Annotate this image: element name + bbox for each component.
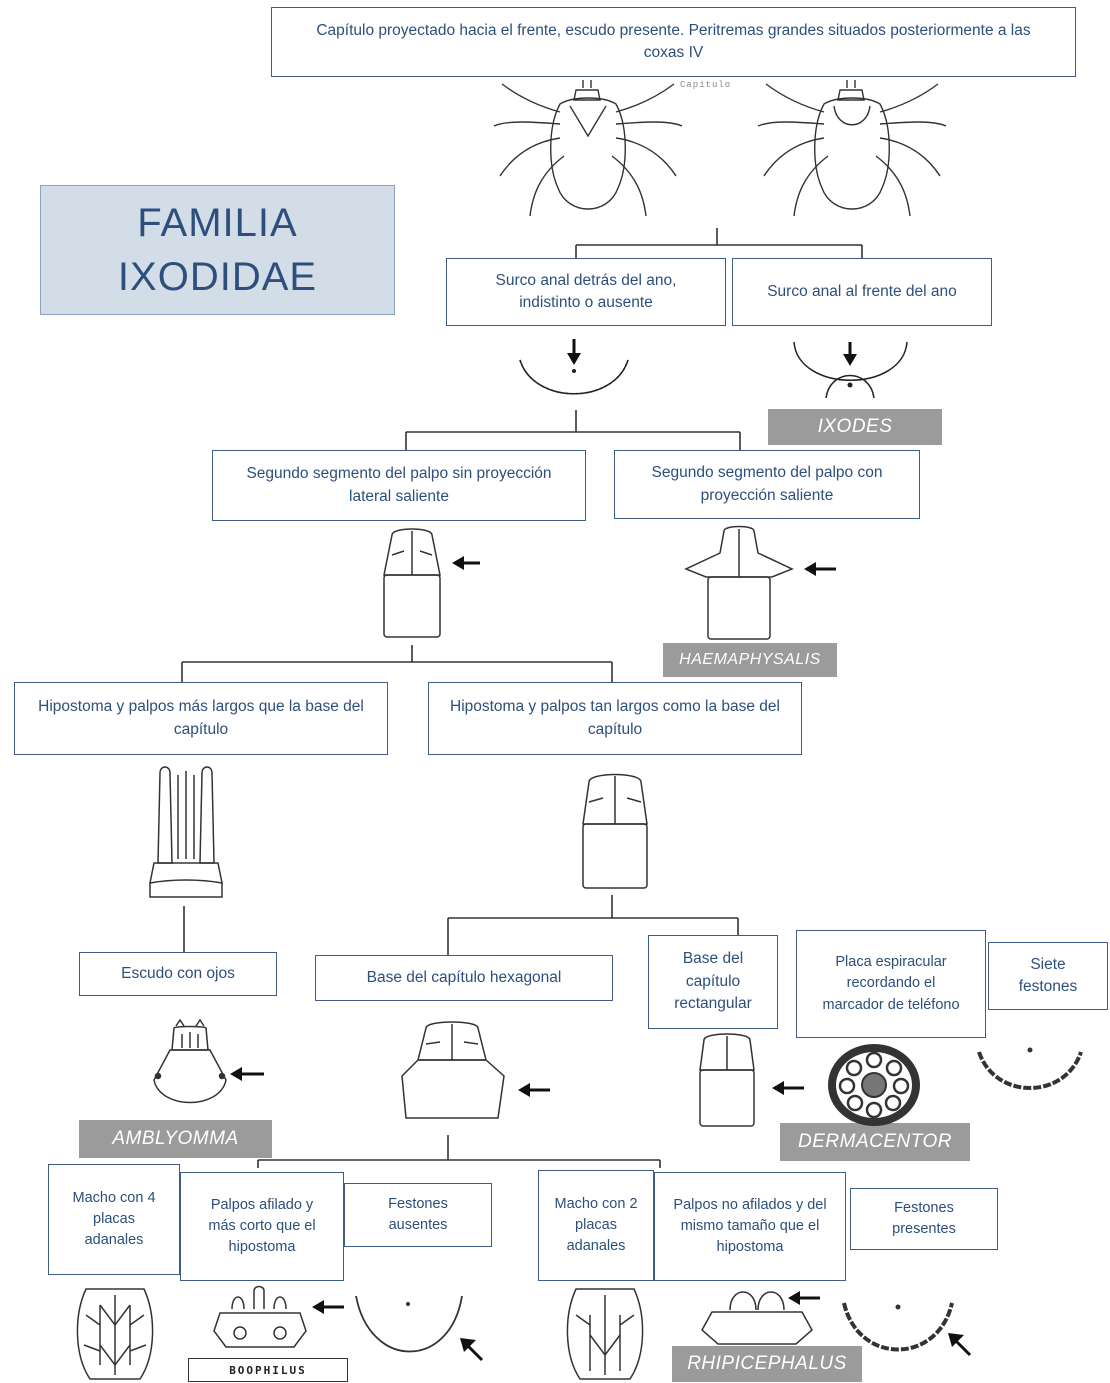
festoons-icon — [975, 1047, 1085, 1100]
surco-frente-box: Surco anal al frente del ano — [732, 258, 992, 326]
base-hexagonal-box: Base del capítulo hexagonal — [315, 955, 613, 1001]
placa-espiracular-text: Placa espiracular recordando el marcador… — [822, 954, 960, 1013]
title-line-1: FAMILIA — [137, 201, 298, 245]
macho-4-box: Macho con 4 placas adanales — [48, 1164, 180, 1275]
genus-rhipicephalus: RHIPICEPHALUS — [672, 1346, 862, 1382]
base-hexagonal-text: Base del capítulo hexagonal — [366, 968, 562, 986]
capitulum-icon — [370, 525, 500, 643]
top-description-text: Capítulo proyectado hacia el frente, esc… — [316, 21, 1031, 61]
capitulum-rectangular-icon — [694, 1030, 814, 1130]
macho-2-text: Macho con 2 placas adanales — [554, 1195, 638, 1254]
palpos-no-afilados-box: Palpos no afilados y del mismo tamaño qu… — [654, 1172, 846, 1281]
anal-groove-front-icon — [788, 338, 913, 403]
boophilus-capitulum-icon — [210, 1285, 350, 1355]
page-title: FAMILIA IXODIDAE — [40, 185, 395, 315]
genus-dermacentor: DERMACENTOR — [780, 1123, 970, 1161]
surco-frente-text: Surco anal al frente del ano — [767, 282, 957, 300]
escudo-ojos-text: Escudo con ojos — [121, 964, 235, 982]
genus-haemaphysalis: HAEMAPHYSALIS — [663, 643, 837, 677]
segmento-sin-text: Segundo segmento del palpo sin proyecció… — [246, 465, 552, 505]
genus-ixodes: IXODES — [768, 409, 942, 445]
spiracular-plate-icon — [828, 1044, 920, 1126]
capitulum-hexagonal-icon — [400, 1020, 560, 1135]
macho-2-box: Macho con 2 placas adanales — [538, 1170, 654, 1281]
rhipicephalus-capitulum-icon — [700, 1291, 830, 1346]
macho-4-text: Macho con 4 placas adanales — [72, 1189, 156, 1248]
amblyomma-body-icon — [140, 1020, 270, 1120]
male-ventral-icon — [560, 1285, 650, 1383]
siete-festones-text: Siete festones — [1018, 955, 1078, 995]
segmento-con-box: Segundo segmento del palpo con proyecció… — [614, 450, 920, 519]
capitulum-icon — [575, 770, 655, 892]
siete-festones-box: Siete festones — [988, 942, 1108, 1010]
hipostoma-tan-box: Hipostoma y palpos tan largos como la ba… — [428, 682, 802, 755]
no-festoons-icon — [350, 1290, 490, 1366]
segmento-sin-box: Segundo segmento del palpo sin proyecció… — [212, 450, 586, 521]
hipostoma-largos-box: Hipostoma y palpos más largos que la bas… — [14, 682, 388, 755]
genus-amblyomma: AMBLYOMMA — [79, 1120, 272, 1158]
palpos-afilado-text: Palpos afilado y más corto que el hipost… — [208, 1196, 316, 1255]
placa-espiracular-box: Placa espiracular recordando el marcador… — [796, 930, 986, 1038]
festoons-icon — [838, 1295, 978, 1365]
palpos-afilado-box: Palpos afilado y más corto que el hipost… — [180, 1172, 344, 1281]
base-rectangular-text: Base del capítulo rectangular — [674, 950, 752, 1013]
festones-presentes-text: Festones presentes — [892, 1199, 956, 1237]
tick-dorsal-icon — [488, 76, 698, 226]
top-description-box: Capítulo proyectado hacia el frente, esc… — [271, 7, 1076, 77]
palpos-no-afilados-text: Palpos no afilados y del mismo tamaño qu… — [673, 1196, 827, 1255]
male-ventral-icon — [70, 1285, 160, 1383]
surco-detras-box: Surco anal detrás del ano, indistinto o … — [446, 258, 726, 326]
hipostoma-largos-text: Hipostoma y palpos más largos que la bas… — [38, 698, 364, 738]
festones-ausentes-text: Festones ausentes — [388, 1195, 448, 1233]
capitulum-long-icon — [140, 763, 232, 905]
anal-groove-behind-icon — [514, 335, 634, 410]
festones-ausentes-box: Festones ausentes — [344, 1183, 492, 1247]
surco-detras-text: Surco anal detrás del ano, indistinto o … — [495, 271, 677, 311]
title-line-2: IXODIDAE — [117, 255, 318, 299]
genus-boophilus: BOOPHILUS — [188, 1358, 348, 1382]
escudo-ojos-box: Escudo con ojos — [79, 952, 277, 996]
capitulum-projecting-icon — [672, 525, 842, 645]
hipostoma-tan-text: Hipostoma y palpos tan largos como la ba… — [450, 698, 780, 738]
segmento-con-text: Segundo segmento del palpo con proyecció… — [651, 464, 883, 504]
capitulo-caption: Capitulo — [680, 80, 732, 90]
tick-dorsal-icon — [752, 76, 962, 226]
base-rectangular-box: Base del capítulo rectangular — [648, 935, 778, 1029]
festones-presentes-box: Festones presentes — [850, 1188, 998, 1250]
